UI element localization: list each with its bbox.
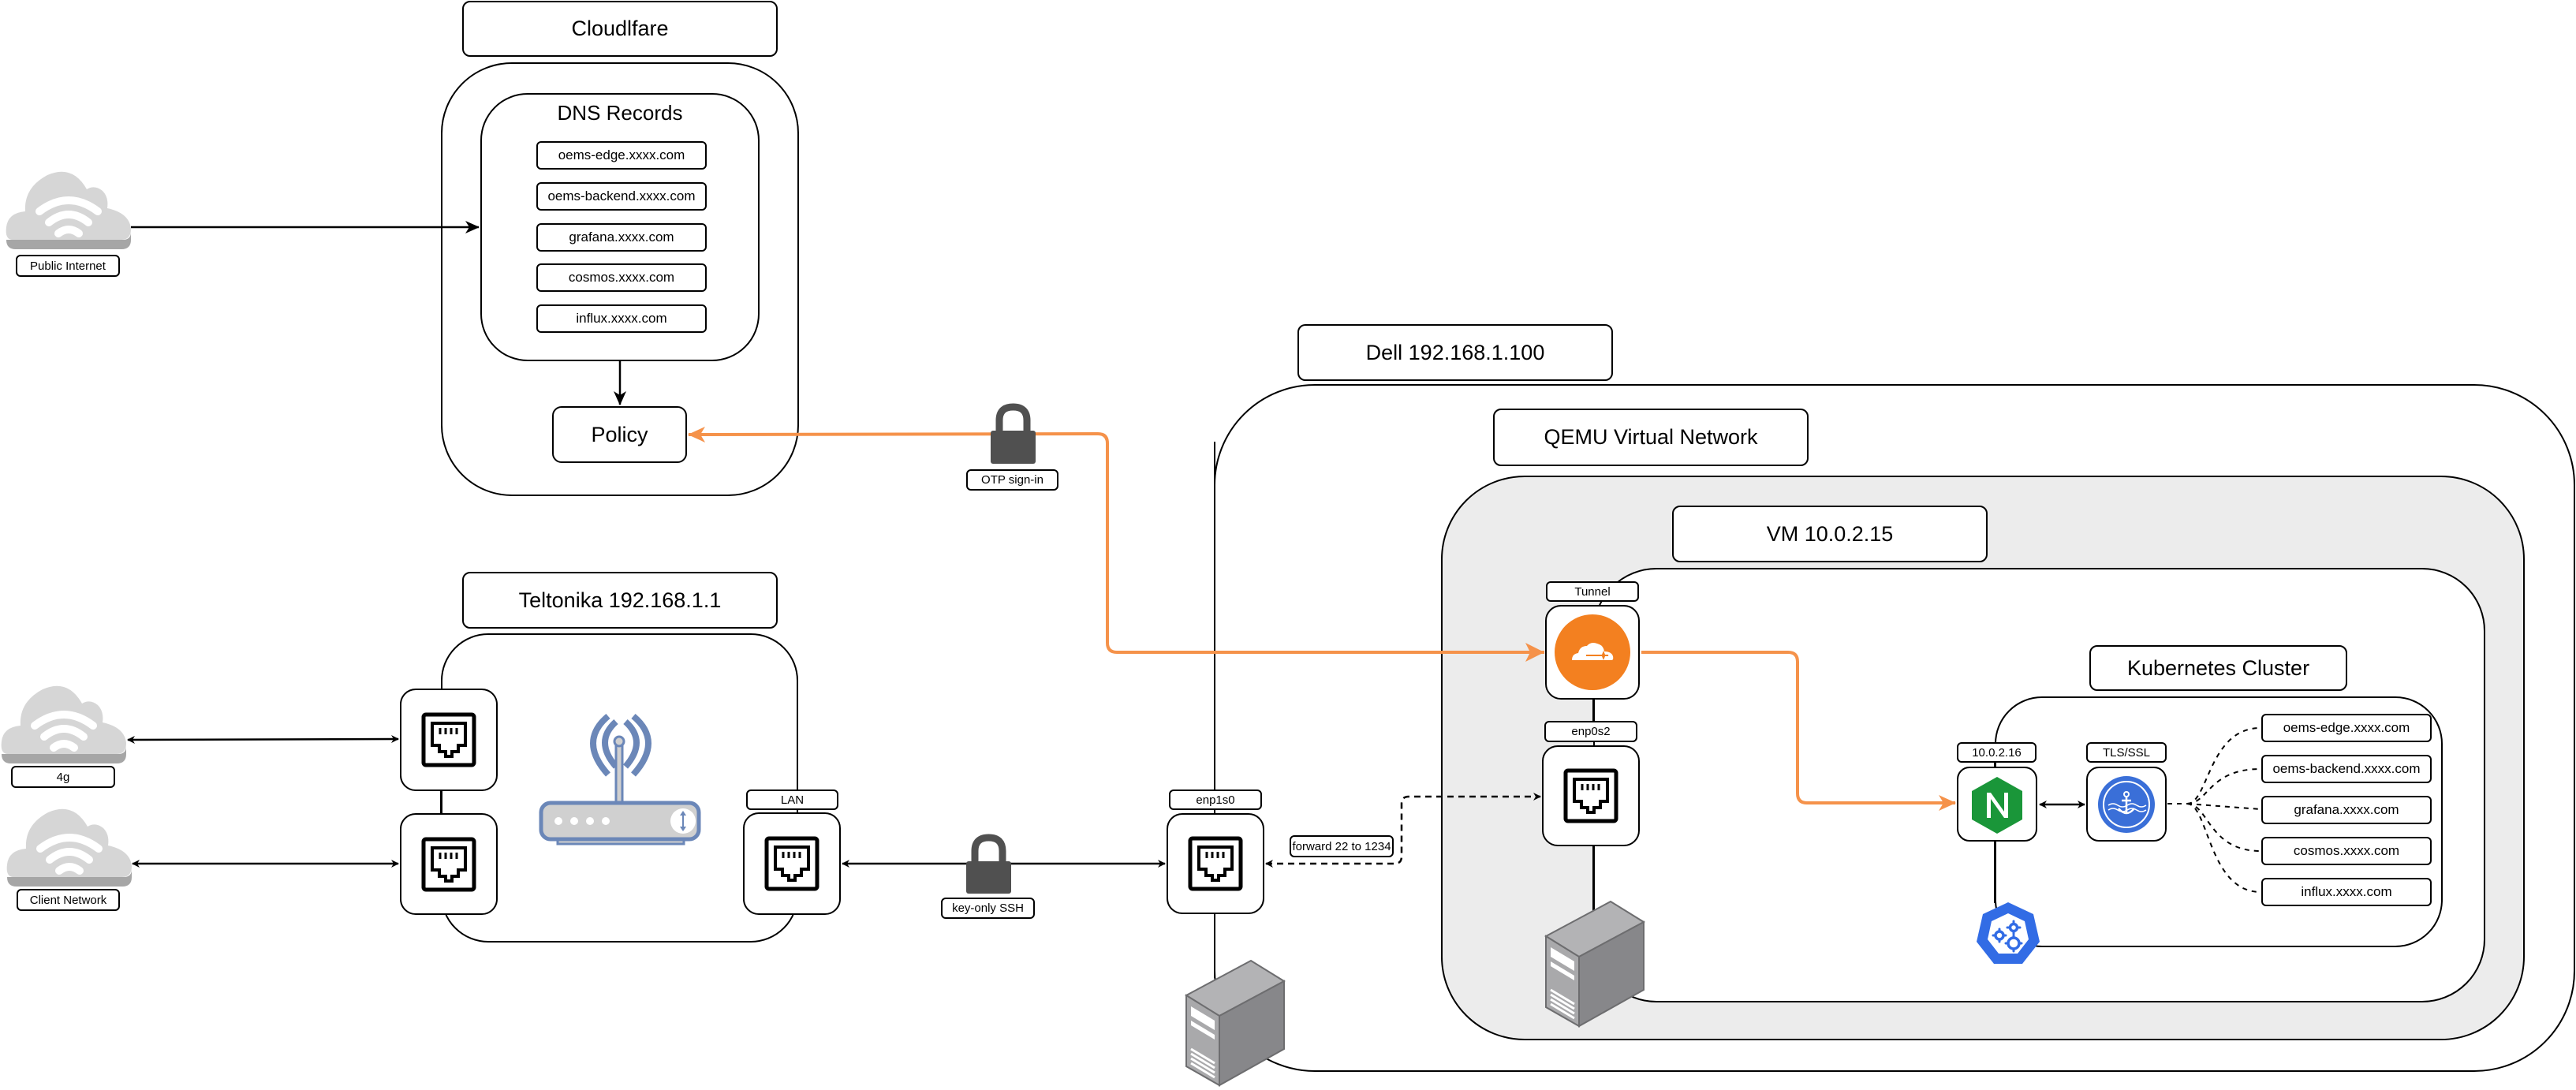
cert-manager-box <box>2086 767 2167 842</box>
nginx-ingress-box <box>1957 767 2037 842</box>
ethernet-port-icon <box>421 712 476 767</box>
cloudflare-title: Cloudlfare <box>462 1 778 57</box>
dns-records-title: DNS Records <box>557 101 683 125</box>
cloudflare-tunnel-icon <box>1555 614 1630 690</box>
cloudflare-container <box>441 62 799 496</box>
dell-server-icon <box>1185 959 1286 1087</box>
tunnel-arrowhead <box>1525 643 1544 662</box>
vm-title: VM 10.0.2.15 <box>1672 506 1988 562</box>
tunnel-label: Tunnel <box>1546 581 1639 602</box>
cert-fanout <box>2167 727 2261 893</box>
fourg-link <box>127 735 399 744</box>
fourg-label: 4g <box>11 766 115 788</box>
ethernet-port-icon <box>1563 768 1618 823</box>
dell-enp1s0-port <box>1167 813 1264 914</box>
client-network-cloud-icon <box>6 808 132 887</box>
k8s-host-item: grafana.xxxx.com <box>2261 796 2432 824</box>
public-internet-label: Public Internet <box>16 255 120 277</box>
forward-port-label: forward 22 to 1234 <box>1290 835 1394 857</box>
otp-lock-icon <box>991 403 1036 464</box>
kubernetes-icon <box>1977 902 2040 964</box>
key-only-ssh-label: key-only SSH <box>941 898 1035 919</box>
dns-record-item: grafana.xxxx.com <box>536 223 707 252</box>
tls-ssl-label: TLS/SSL <box>2086 742 2167 763</box>
kubernetes-title: Kubernetes Cluster <box>2089 645 2347 691</box>
client-network-label: Client Network <box>17 889 120 911</box>
ssh-lock-icon <box>966 834 1011 894</box>
otp-signin-label: OTP sign-in <box>966 469 1058 491</box>
k8s-host-item: oems-edge.xxxx.com <box>2261 714 2432 742</box>
ethernet-port-icon <box>1188 836 1243 891</box>
tunnel-to-policy-path <box>688 426 1544 654</box>
dns-record-item: cosmos.xxxx.com <box>536 263 707 292</box>
vm-server-icon <box>1544 900 1645 1028</box>
teltonika-wan-port-client <box>400 813 498 915</box>
dell-title: Dell 192.168.1.100 <box>1297 324 1613 381</box>
teltonika-lan-port <box>743 812 841 915</box>
tunnel-to-nginx-path <box>1641 651 1956 811</box>
lan-label: LAN <box>746 790 838 810</box>
k8s-host-item: cosmos.xxxx.com <box>2261 837 2432 865</box>
public-internet-cloud-icon <box>6 171 131 249</box>
teltonika-wan-port-4g <box>400 689 498 791</box>
enp0s2-label: enp0s2 <box>1544 721 1637 742</box>
dns-record-item: oems-backend.xxxx.com <box>536 182 707 211</box>
enp1s0-label: enp1s0 <box>1169 790 1262 810</box>
k8s-host-item: influx.xxxx.com <box>2261 878 2432 906</box>
cloudflare-tunnel-box <box>1545 605 1640 700</box>
dns-record-item: influx.xxxx.com <box>536 304 707 333</box>
k8s-host-item: oems-backend.xxxx.com <box>2261 755 2432 783</box>
ingress-ip-label: 10.0.2.16 <box>1957 742 2037 763</box>
vm-enp0s2-port <box>1542 745 1640 846</box>
port-forward-link <box>1265 793 1541 868</box>
cert-manager-icon <box>2098 775 2155 833</box>
teltonika-title: Teltonika 192.168.1.1 <box>462 572 778 629</box>
ethernet-port-icon <box>764 836 819 891</box>
router-icon <box>539 713 701 845</box>
nginx-icon <box>1972 776 2022 834</box>
ethernet-port-icon <box>421 837 476 891</box>
dns-record-item: oems-edge.xxxx.com <box>536 141 707 170</box>
fourg-cloud-icon <box>1 685 126 763</box>
policy-box: Policy <box>552 406 687 463</box>
qemu-title: QEMU Virtual Network <box>1493 409 1809 466</box>
